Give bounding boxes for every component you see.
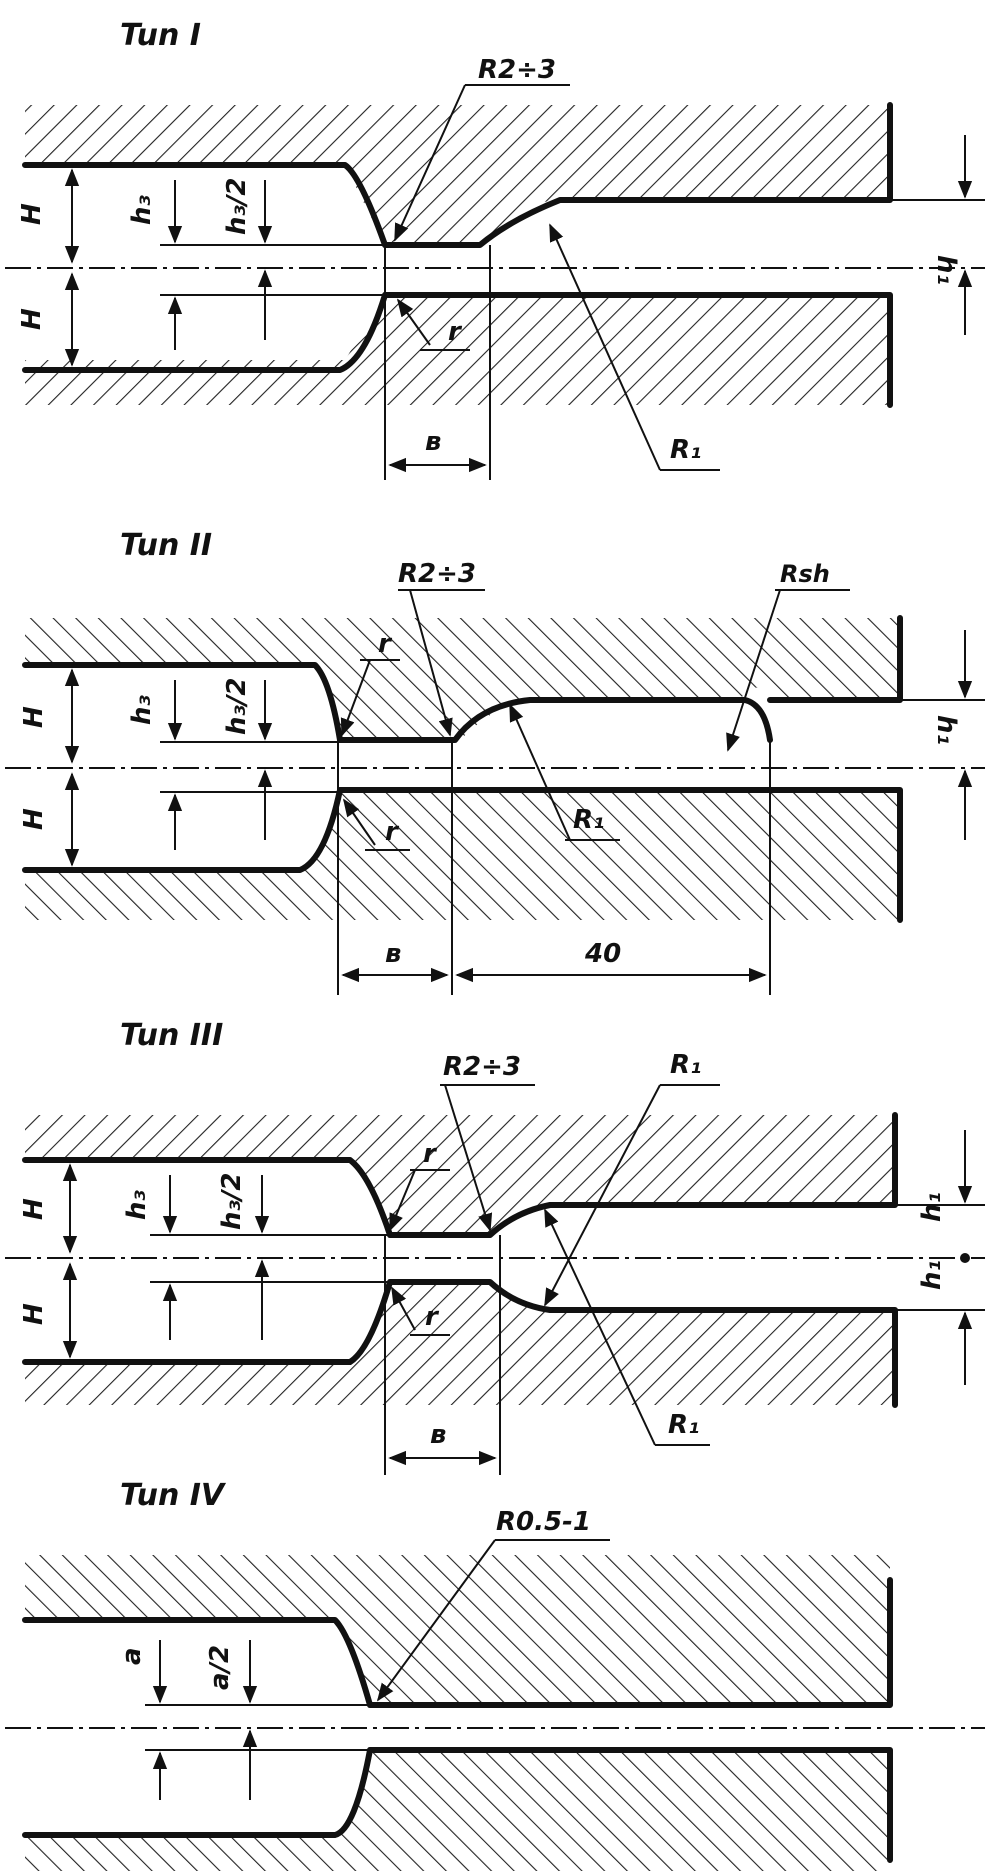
figure-title: Tun II: [120, 528, 212, 563]
b-label: в: [425, 427, 441, 457]
r-upper-label: r: [378, 629, 393, 659]
figure-title: Tun III: [120, 1018, 223, 1053]
b-label: в: [430, 1420, 446, 1450]
h3-label: h₃: [122, 1189, 152, 1220]
r-upper-label: r: [423, 1139, 438, 1169]
h3-half-label: h₃/2: [217, 1173, 247, 1230]
lower-die-hatch: [25, 1750, 890, 1871]
h3-half-label: h₃/2: [222, 178, 252, 235]
h-label-upper: H: [19, 1198, 49, 1220]
r2-3-label: R2÷3: [478, 55, 556, 85]
lower-die-hatch: [25, 790, 900, 920]
lower-die-hatch: [25, 1282, 895, 1405]
h1-bottom-label: h₁: [917, 1260, 947, 1290]
figure-type-2: Tun II в 40 H H h₃ h₃/2 R2÷3 r: [5, 528, 985, 995]
r05-1-label: R0.5-1: [496, 1507, 591, 1537]
r1-label: R₁: [670, 435, 701, 465]
lower-die-contour: [22, 1279, 898, 1408]
figure-title: Tun I: [120, 18, 201, 53]
r1-label: R₁: [573, 805, 604, 835]
a-half-label: a/2: [205, 1645, 235, 1690]
r2-3-label: R2÷3: [398, 559, 476, 589]
h1-label: h₁: [931, 255, 961, 285]
upper-die-hatch: [25, 1555, 890, 1705]
h3-label: h₃: [127, 694, 157, 725]
h3-label: h₃: [127, 194, 157, 225]
figure-type-3: Tun III в H H h₃ h₃/2 R2÷3 R₁ R₁: [5, 1018, 985, 1475]
a-label: a: [117, 1647, 147, 1665]
h-label-lower: H: [19, 808, 49, 830]
r1-bottom-label: R₁: [668, 1410, 699, 1440]
h3-half-label: h₃/2: [222, 678, 252, 735]
upper-die-contour: [22, 1112, 898, 1238]
r1-top-label: R₁: [670, 1050, 701, 1080]
figure-type-4: Tun IV a a/2 R0.5-1: [5, 1478, 985, 1871]
h-label-upper: H: [17, 203, 47, 225]
upper-die-contour: [22, 102, 893, 248]
r-lower-label: r: [385, 817, 400, 847]
upper-die-hatch: [25, 105, 890, 245]
h-label-lower: H: [19, 1303, 49, 1325]
h-label-lower: H: [17, 308, 47, 330]
lower-die-contour: [22, 787, 903, 923]
figure-type-1: Tun I в H H h₃ h₃/2 R2÷3 r: [5, 18, 985, 480]
b-label: в: [385, 939, 401, 969]
upper-die-hatch: [25, 618, 900, 740]
length-label: 40: [584, 939, 621, 969]
r-label: r: [448, 317, 463, 347]
h1-label: h₁: [931, 715, 961, 745]
h1-top-label: h₁: [917, 1192, 947, 1222]
r-lower-label: r: [425, 1302, 440, 1332]
h-label-upper: H: [19, 706, 49, 728]
r2-3-label: R2÷3: [443, 1052, 521, 1082]
rsh-label: Rsh: [780, 560, 830, 588]
figure-title: Tun IV: [120, 1478, 227, 1513]
